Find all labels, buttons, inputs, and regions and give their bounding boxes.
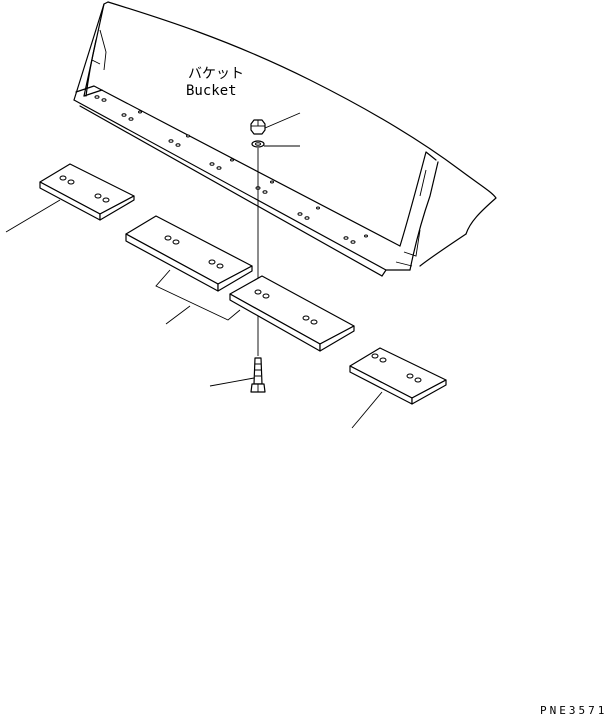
edge-4-leader-line bbox=[351, 391, 383, 429]
bucket bbox=[73, 1, 497, 277]
edge-1-leader-line bbox=[5, 199, 61, 233]
group-bracket bbox=[155, 269, 241, 321]
bucket-label-en: Bucket bbox=[186, 83, 237, 99]
washer bbox=[251, 140, 265, 148]
bolt bbox=[250, 357, 266, 393]
nut-leader-line bbox=[264, 112, 301, 129]
edge-bolt-holes bbox=[94, 95, 368, 244]
cutting-edge-1 bbox=[39, 163, 135, 221]
cutting-edge-3 bbox=[229, 275, 355, 352]
nut bbox=[250, 119, 266, 135]
bucket-label-jp: バケット bbox=[188, 66, 244, 82]
group-leader-line bbox=[165, 305, 191, 325]
bolt-leader-line bbox=[209, 377, 255, 387]
cutting-edge-2 bbox=[125, 215, 253, 292]
drawing-code: PNE3571 bbox=[540, 704, 607, 717]
cutting-edge-4 bbox=[349, 347, 447, 405]
